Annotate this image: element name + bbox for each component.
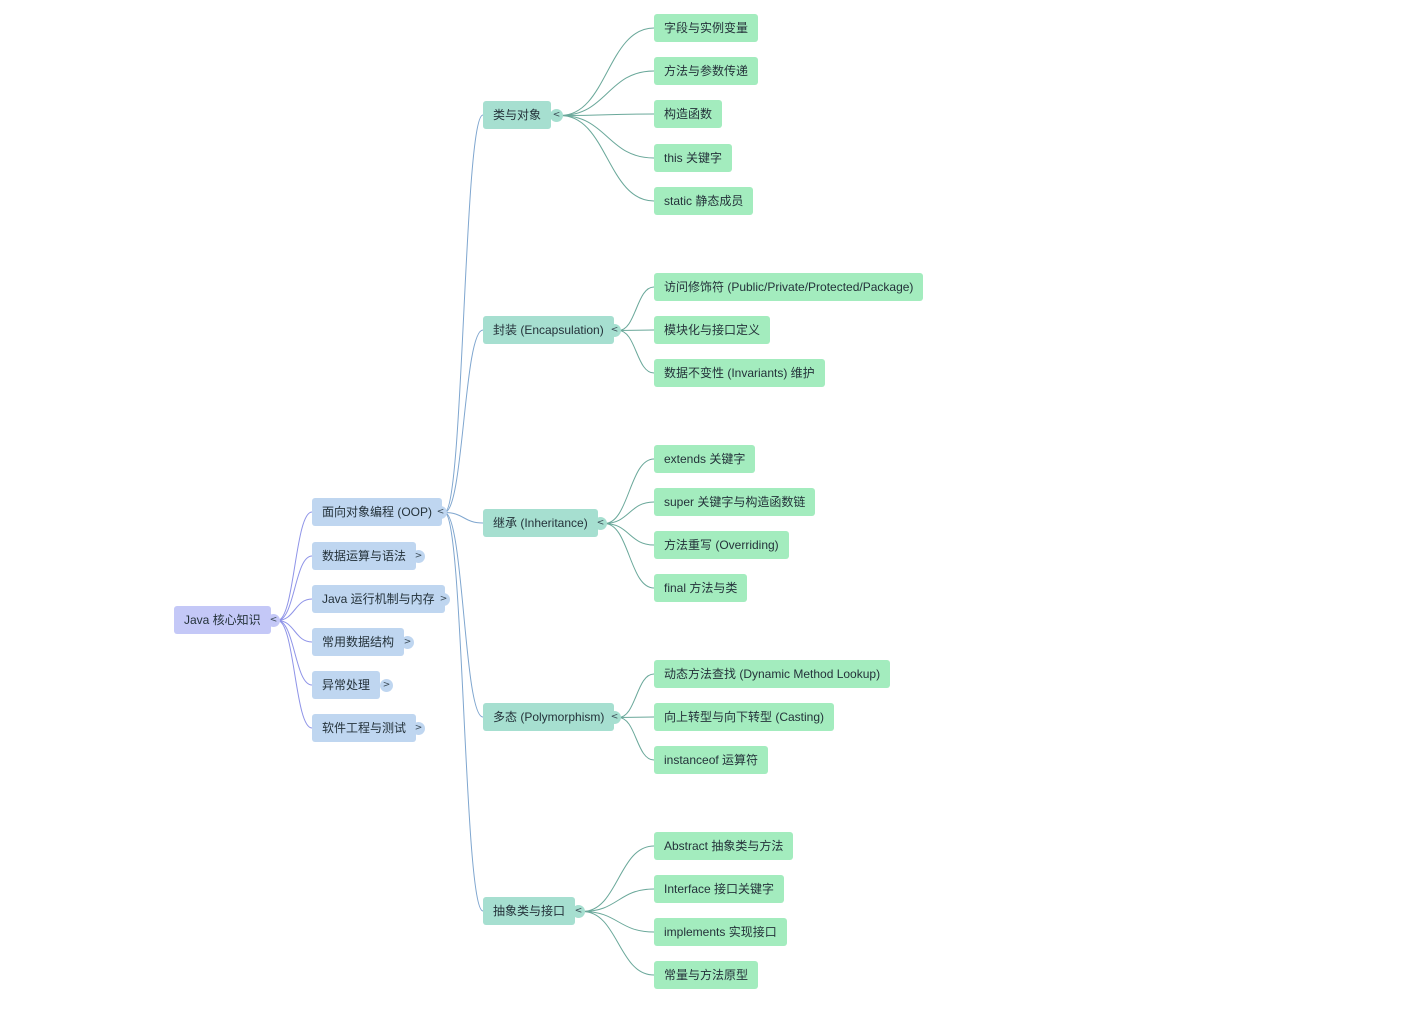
topic-polymorphism-toggle[interactable]: < — [608, 711, 621, 724]
leaf-methods-parameters[interactable]: 方法与参数传递 — [654, 57, 759, 85]
leaf-static-members[interactable]: static 静态成员 — [654, 187, 754, 215]
leaf-super-constructor-chain[interactable]: super 关键字与构造函数链 — [654, 488, 816, 516]
link-topic-inheritance-leaf-super-constructor-chain — [604, 501, 655, 524]
leaf-casting[interactable]: 向上转型与向下转型 (Casting) — [654, 703, 835, 731]
branch-software-engineering-toggle[interactable]: > — [412, 722, 425, 735]
link-oop-topic-abstract-interfaces — [444, 512, 484, 912]
topic-encapsulation[interactable]: 封装 (Encapsulation) — [483, 316, 614, 344]
link-topic-encapsulation-leaf-modularity-interfaces — [618, 329, 655, 331]
link-topic-encapsulation-leaf-invariants — [618, 330, 655, 374]
topic-classes-objects[interactable]: 类与对象 — [483, 101, 552, 129]
link-root-branch-oop — [277, 511, 313, 621]
link-topic-polymorphism-leaf-instanceof-operator — [618, 717, 655, 761]
branch-runtime-memory[interactable]: Java 运行机制与内存 — [312, 585, 445, 613]
link-topic-abstract-interfaces-leaf-interface-keyword — [582, 888, 655, 912]
topic-connectors — [560, 27, 655, 976]
branch-software-engineering[interactable]: 软件工程与测试 — [312, 714, 417, 742]
branch-oop-toggle[interactable]: < — [434, 506, 447, 519]
branch-data-structures-toggle[interactable]: > — [401, 636, 414, 649]
leaf-implements-interface[interactable]: implements 实现接口 — [654, 918, 787, 946]
topic-inheritance[interactable]: 继承 (Inheritance) — [483, 509, 598, 537]
root-connectors — [277, 511, 313, 729]
link-topic-classes-objects-leaf-static-members — [560, 115, 655, 202]
link-topic-abstract-interfaces-leaf-abstract-classes — [582, 845, 655, 912]
leaf-access-modifiers[interactable]: 访问修饰符 (Public/Private/Protected/Package) — [654, 273, 924, 301]
leaf-final-methods-classes[interactable]: final 方法与类 — [654, 574, 748, 602]
branch-exceptions-toggle[interactable]: > — [380, 679, 393, 692]
link-root-branch-software-engineering — [277, 620, 313, 729]
link-topic-classes-objects-leaf-fields-instance-variables — [560, 27, 655, 116]
link-root-branch-data-structures — [277, 620, 313, 643]
link-oop-topic-polymorphism — [444, 512, 484, 718]
leaf-this-keyword[interactable]: this 关键字 — [654, 144, 733, 172]
root-collapse-toggle[interactable]: < — [267, 614, 280, 627]
branch-exceptions[interactable]: 异常处理 — [312, 671, 381, 699]
link-oop-topic-classes-objects — [444, 114, 484, 513]
link-topic-classes-objects-leaf-constructors — [560, 113, 655, 116]
leaf-overriding[interactable]: 方法重写 (Overriding) — [654, 531, 789, 559]
branch-runtime-memory-toggle[interactable]: > — [437, 593, 450, 606]
link-topic-inheritance-leaf-overriding — [604, 523, 655, 546]
topic-abstract-interfaces[interactable]: 抽象类与接口 — [483, 897, 576, 925]
link-topic-inheritance-leaf-extends-keyword — [604, 458, 655, 524]
link-topic-classes-objects-leaf-methods-parameters — [560, 70, 655, 116]
leaf-dynamic-method-lookup[interactable]: 动态方法查找 (Dynamic Method Lookup) — [654, 660, 891, 688]
leaf-extends-keyword[interactable]: extends 关键字 — [654, 445, 756, 473]
leaf-invariants[interactable]: 数据不变性 (Invariants) 维护 — [654, 359, 825, 387]
link-oop-topic-inheritance — [444, 512, 484, 524]
link-topic-abstract-interfaces-leaf-constants-method-prototypes — [582, 911, 655, 976]
topic-classes-objects-toggle[interactable]: < — [550, 109, 563, 122]
leaf-modularity-interfaces[interactable]: 模块化与接口定义 — [654, 316, 771, 344]
link-root-branch-exceptions — [277, 620, 313, 686]
leaf-fields-instance-variables[interactable]: 字段与实例变量 — [654, 14, 759, 42]
link-topic-polymorphism-leaf-dynamic-method-lookup — [618, 673, 655, 718]
branch-operators-syntax[interactable]: 数据运算与语法 — [312, 542, 417, 570]
link-root-branch-runtime-memory — [277, 598, 313, 621]
branch-operators-syntax-toggle[interactable]: > — [412, 550, 425, 563]
root-node[interactable]: Java 核心知识 — [174, 606, 271, 634]
topic-encapsulation-toggle[interactable]: < — [608, 324, 621, 337]
leaf-abstract-classes[interactable]: Abstract 抽象类与方法 — [654, 832, 794, 860]
topic-polymorphism[interactable]: 多态 (Polymorphism) — [483, 703, 615, 731]
link-root-branch-operators-syntax — [277, 555, 313, 621]
link-topic-abstract-interfaces-leaf-implements-interface — [582, 911, 655, 933]
topic-abstract-interfaces-toggle[interactable]: < — [572, 905, 585, 918]
leaf-interface-keyword[interactable]: Interface 接口关键字 — [654, 875, 785, 903]
leaf-constants-method-prototypes[interactable]: 常量与方法原型 — [654, 961, 759, 989]
link-topic-polymorphism-leaf-casting — [618, 716, 655, 718]
branch-oop[interactable]: 面向对象编程 (OOP) — [312, 498, 442, 526]
leaf-instanceof-operator[interactable]: instanceof 运算符 — [654, 746, 769, 774]
leaf-constructors[interactable]: 构造函数 — [654, 100, 723, 128]
oop-connectors — [444, 114, 484, 912]
branch-data-structures[interactable]: 常用数据结构 — [312, 628, 405, 656]
link-oop-topic-encapsulation — [444, 329, 484, 513]
link-topic-classes-objects-leaf-this-keyword — [560, 115, 655, 159]
link-topic-inheritance-leaf-final-methods-classes — [604, 523, 655, 589]
link-topic-encapsulation-leaf-access-modifiers — [618, 286, 655, 331]
topic-inheritance-toggle[interactable]: < — [594, 517, 607, 530]
